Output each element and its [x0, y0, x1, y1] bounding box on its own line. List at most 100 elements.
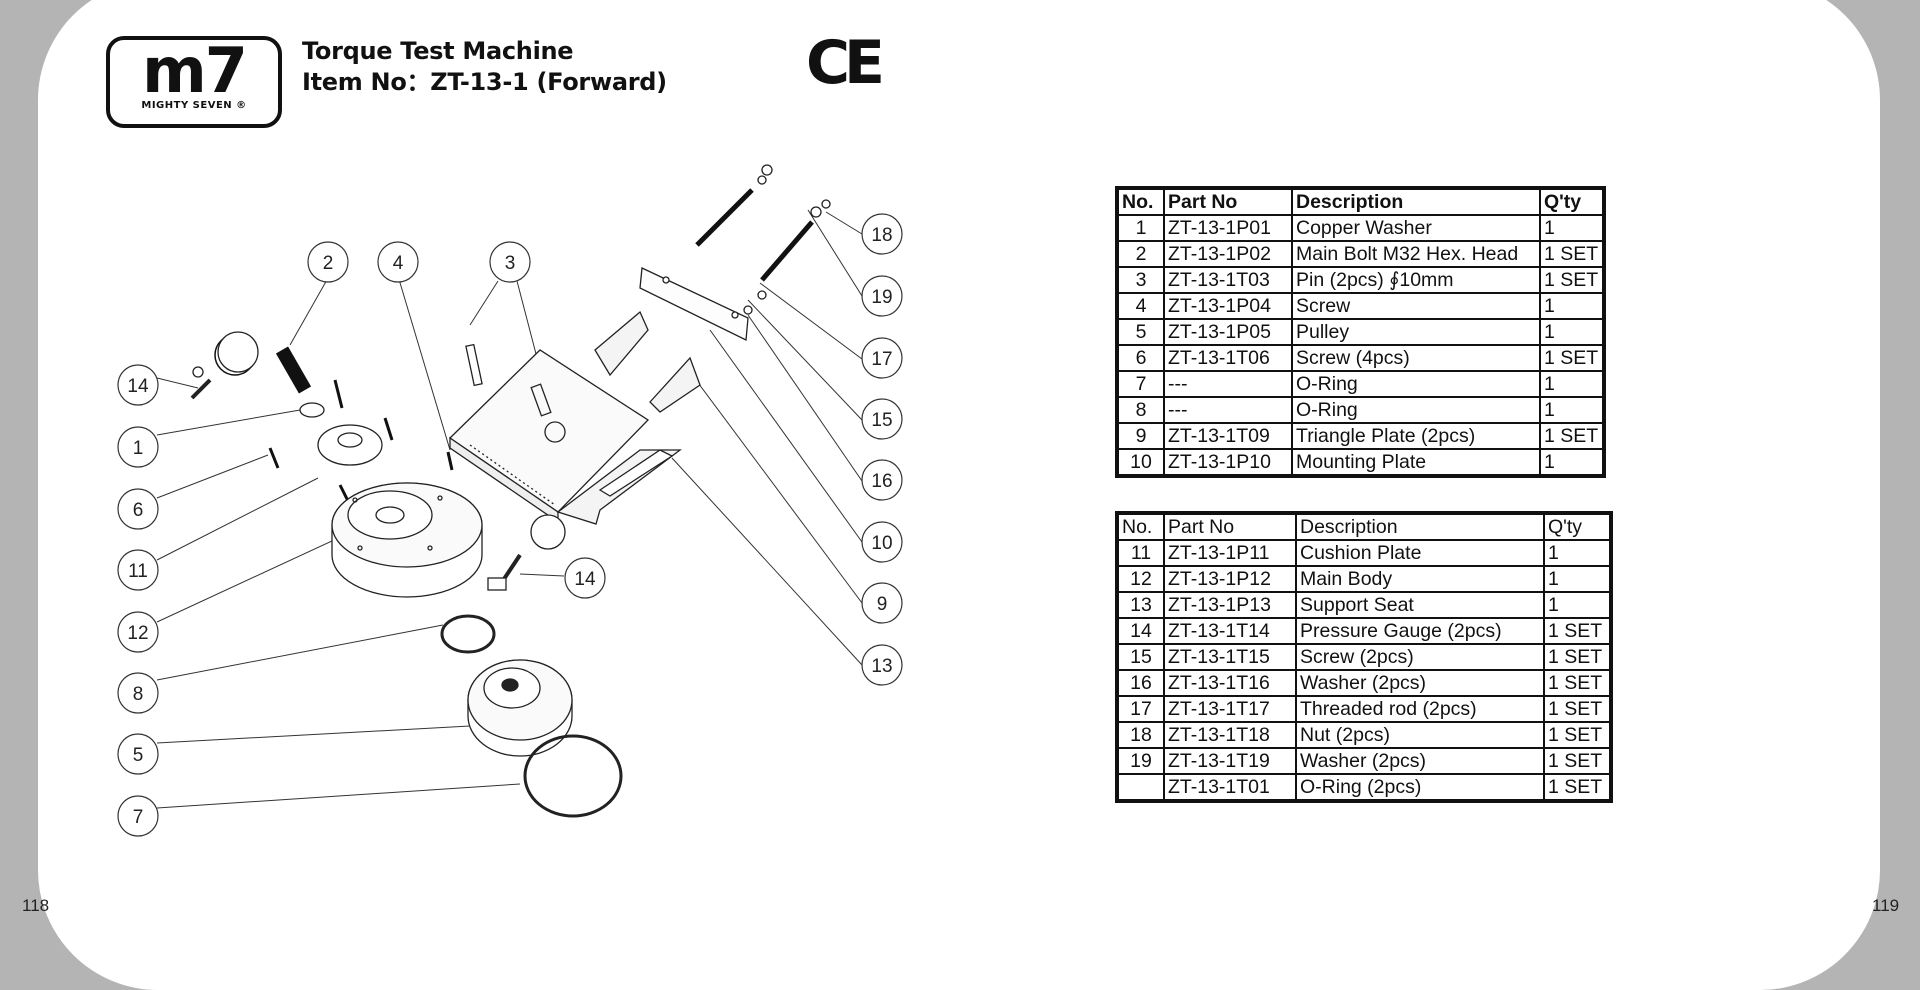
cell-no: 9: [1117, 422, 1165, 450]
cell-description: Screw: [1291, 292, 1541, 320]
cell-part-no: ZT-13-1P05: [1163, 318, 1293, 346]
cell-part-no: ZT-13-1T09: [1163, 422, 1293, 450]
cell-description: Main Bolt M32 Hex. Head: [1291, 240, 1541, 268]
pressure-gauge-top: [190, 331, 259, 400]
left-page-sheet: [38, 0, 978, 990]
leader-lines: [156, 209, 863, 809]
cell-description: Pin (2pcs) ∮10mm: [1291, 266, 1541, 294]
callout-14a: 14: [127, 376, 149, 397]
item-number: Item No：ZT-13-1 (Forward): [302, 68, 667, 96]
cell-qty: 1 SET: [1539, 344, 1604, 372]
callout-14b: 14: [574, 569, 596, 590]
cell-qty: 1 SET: [1539, 240, 1604, 268]
callout-19: 19: [871, 287, 892, 308]
triangle-plates: [594, 310, 701, 413]
screws: [268, 379, 454, 506]
cell-description: Support Seat: [1295, 591, 1545, 619]
callout-5: 5: [133, 745, 144, 766]
cell-qty: 1: [1539, 318, 1604, 346]
cell-part-no: ZT-13-1T16: [1163, 669, 1297, 697]
cell-qty: 1: [1543, 539, 1611, 567]
cell-description: O-Ring: [1291, 370, 1541, 398]
callout-16: 16: [871, 471, 892, 492]
copper-washer: [299, 402, 325, 418]
cell-part-no: ---: [1163, 370, 1293, 398]
cell-description: Cushion Plate: [1295, 539, 1545, 567]
o-ring-small: [440, 614, 496, 654]
cell-part-no: ZT-13-1P04: [1163, 292, 1293, 320]
cell-no: 2: [1117, 240, 1165, 268]
product-title: Torque Test Machine: [302, 37, 574, 65]
cell-part-no: ZT-13-1T18: [1163, 721, 1297, 749]
callout-labels: 2 4 3 14 1 6 11 12 8 5 7 14 18 19 17 15 …: [127, 225, 892, 828]
cell-no: 7: [1117, 370, 1165, 398]
cell-description: O-Ring (2pcs): [1295, 773, 1545, 801]
cell-no: 11: [1117, 539, 1165, 567]
support-seat: [556, 449, 682, 525]
cell-no: 3: [1117, 266, 1165, 294]
cell-description: Washer (2pcs): [1295, 669, 1545, 697]
o-ring-large: [523, 734, 623, 818]
cell-qty: 1: [1539, 396, 1604, 424]
callout-18: 18: [871, 225, 892, 246]
cell-part-no: ---: [1163, 396, 1293, 424]
cell-part-no: ZT-13-1P01: [1163, 214, 1293, 242]
cell-description: Screw (4pcs): [1291, 344, 1541, 372]
cell-no: 19: [1117, 747, 1165, 775]
table-header-row: No. Part No Description Q'ty: [1117, 188, 1604, 216]
cell-qty: 1: [1539, 214, 1604, 242]
callout-11: 11: [128, 561, 148, 582]
col-header-part-no: Part No: [1163, 188, 1293, 216]
main-body: [331, 482, 483, 598]
cell-part-no: ZT-13-1T03: [1163, 266, 1293, 294]
cell-qty: 1 SET: [1543, 669, 1611, 697]
nuts-washers: [743, 164, 831, 315]
exploded-parts-diagram: 2 4 3 14 1 6 11 12 8 5 7 14 18 19 17 15 …: [117, 164, 903, 837]
cushion-plate: [639, 267, 749, 341]
callout-1: 1: [133, 438, 144, 459]
cell-description: Mounting Plate: [1291, 448, 1541, 476]
cell-part-no: ZT-13-1T15: [1163, 643, 1297, 671]
callout-6: 6: [133, 500, 144, 521]
cell-no: 15: [1117, 643, 1165, 671]
cell-qty: 1: [1539, 370, 1604, 398]
cell-part-no: ZT-13-1P13: [1163, 591, 1297, 619]
callout-4: 4: [393, 253, 404, 274]
col-header-part-no: Part No: [1163, 513, 1297, 541]
cell-qty: 1 SET: [1543, 721, 1611, 749]
pulley: [467, 659, 573, 757]
cell-part-no: ZT-13-1T01: [1163, 773, 1297, 801]
logo-subtext: MIGHTY SEVEN ®: [141, 100, 247, 111]
callout-8: 8: [133, 684, 144, 705]
cell-description: Pulley: [1291, 318, 1541, 346]
cell-no: 4: [1117, 292, 1165, 320]
callout-2: 2: [323, 253, 334, 274]
cell-description: Washer (2pcs): [1295, 747, 1545, 775]
callout-10: 10: [871, 533, 892, 554]
callout-13: 13: [871, 656, 892, 677]
logo-mark: m7: [142, 34, 248, 107]
cell-qty: 1 SET: [1539, 266, 1604, 294]
cell-no: 16: [1117, 669, 1165, 697]
cell-qty: 1 SET: [1543, 773, 1611, 801]
mounting-plate: [448, 349, 650, 524]
col-header-qty: Q'ty: [1539, 188, 1604, 216]
cell-no: 1: [1117, 214, 1165, 242]
title-block: Torque Test Machine Item No：ZT-13-1 (For…: [302, 36, 667, 98]
cell-description: Triangle Plate (2pcs): [1291, 422, 1541, 450]
cell-description: Main Body: [1295, 565, 1545, 593]
